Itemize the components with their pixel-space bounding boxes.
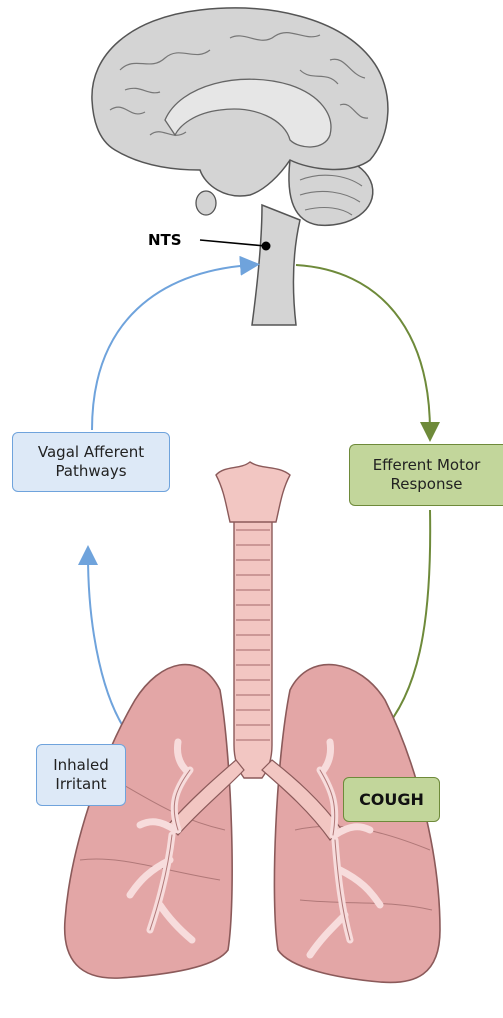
efferent-motor-line1: Efferent Motor (373, 456, 481, 475)
inhaled-irritant-line2: Irritant (53, 775, 109, 794)
trachea (234, 520, 272, 778)
cough-label: COUGH (359, 790, 424, 810)
vagal-afferent-line1: Vagal Afferent (38, 443, 144, 462)
brainstem (252, 205, 300, 325)
nts-label: NTS (148, 231, 182, 249)
larynx (216, 462, 290, 522)
efferent-motor-line2: Response (373, 475, 481, 494)
brain-illustration (92, 8, 388, 325)
cough-box: COUGH (343, 777, 440, 822)
efferent-motor-response-box: Efferent Motor Response (349, 444, 503, 506)
afferent-arrow-upper (92, 265, 250, 430)
vagal-afferent-line2: Pathways (38, 462, 144, 481)
inhaled-irritant-box: Inhaled Irritant (36, 744, 126, 806)
efferent-arrow-upper (296, 265, 430, 432)
inhaled-irritant-line1: Inhaled (53, 756, 109, 775)
vagal-afferent-pathways-box: Vagal Afferent Pathways (12, 432, 170, 492)
